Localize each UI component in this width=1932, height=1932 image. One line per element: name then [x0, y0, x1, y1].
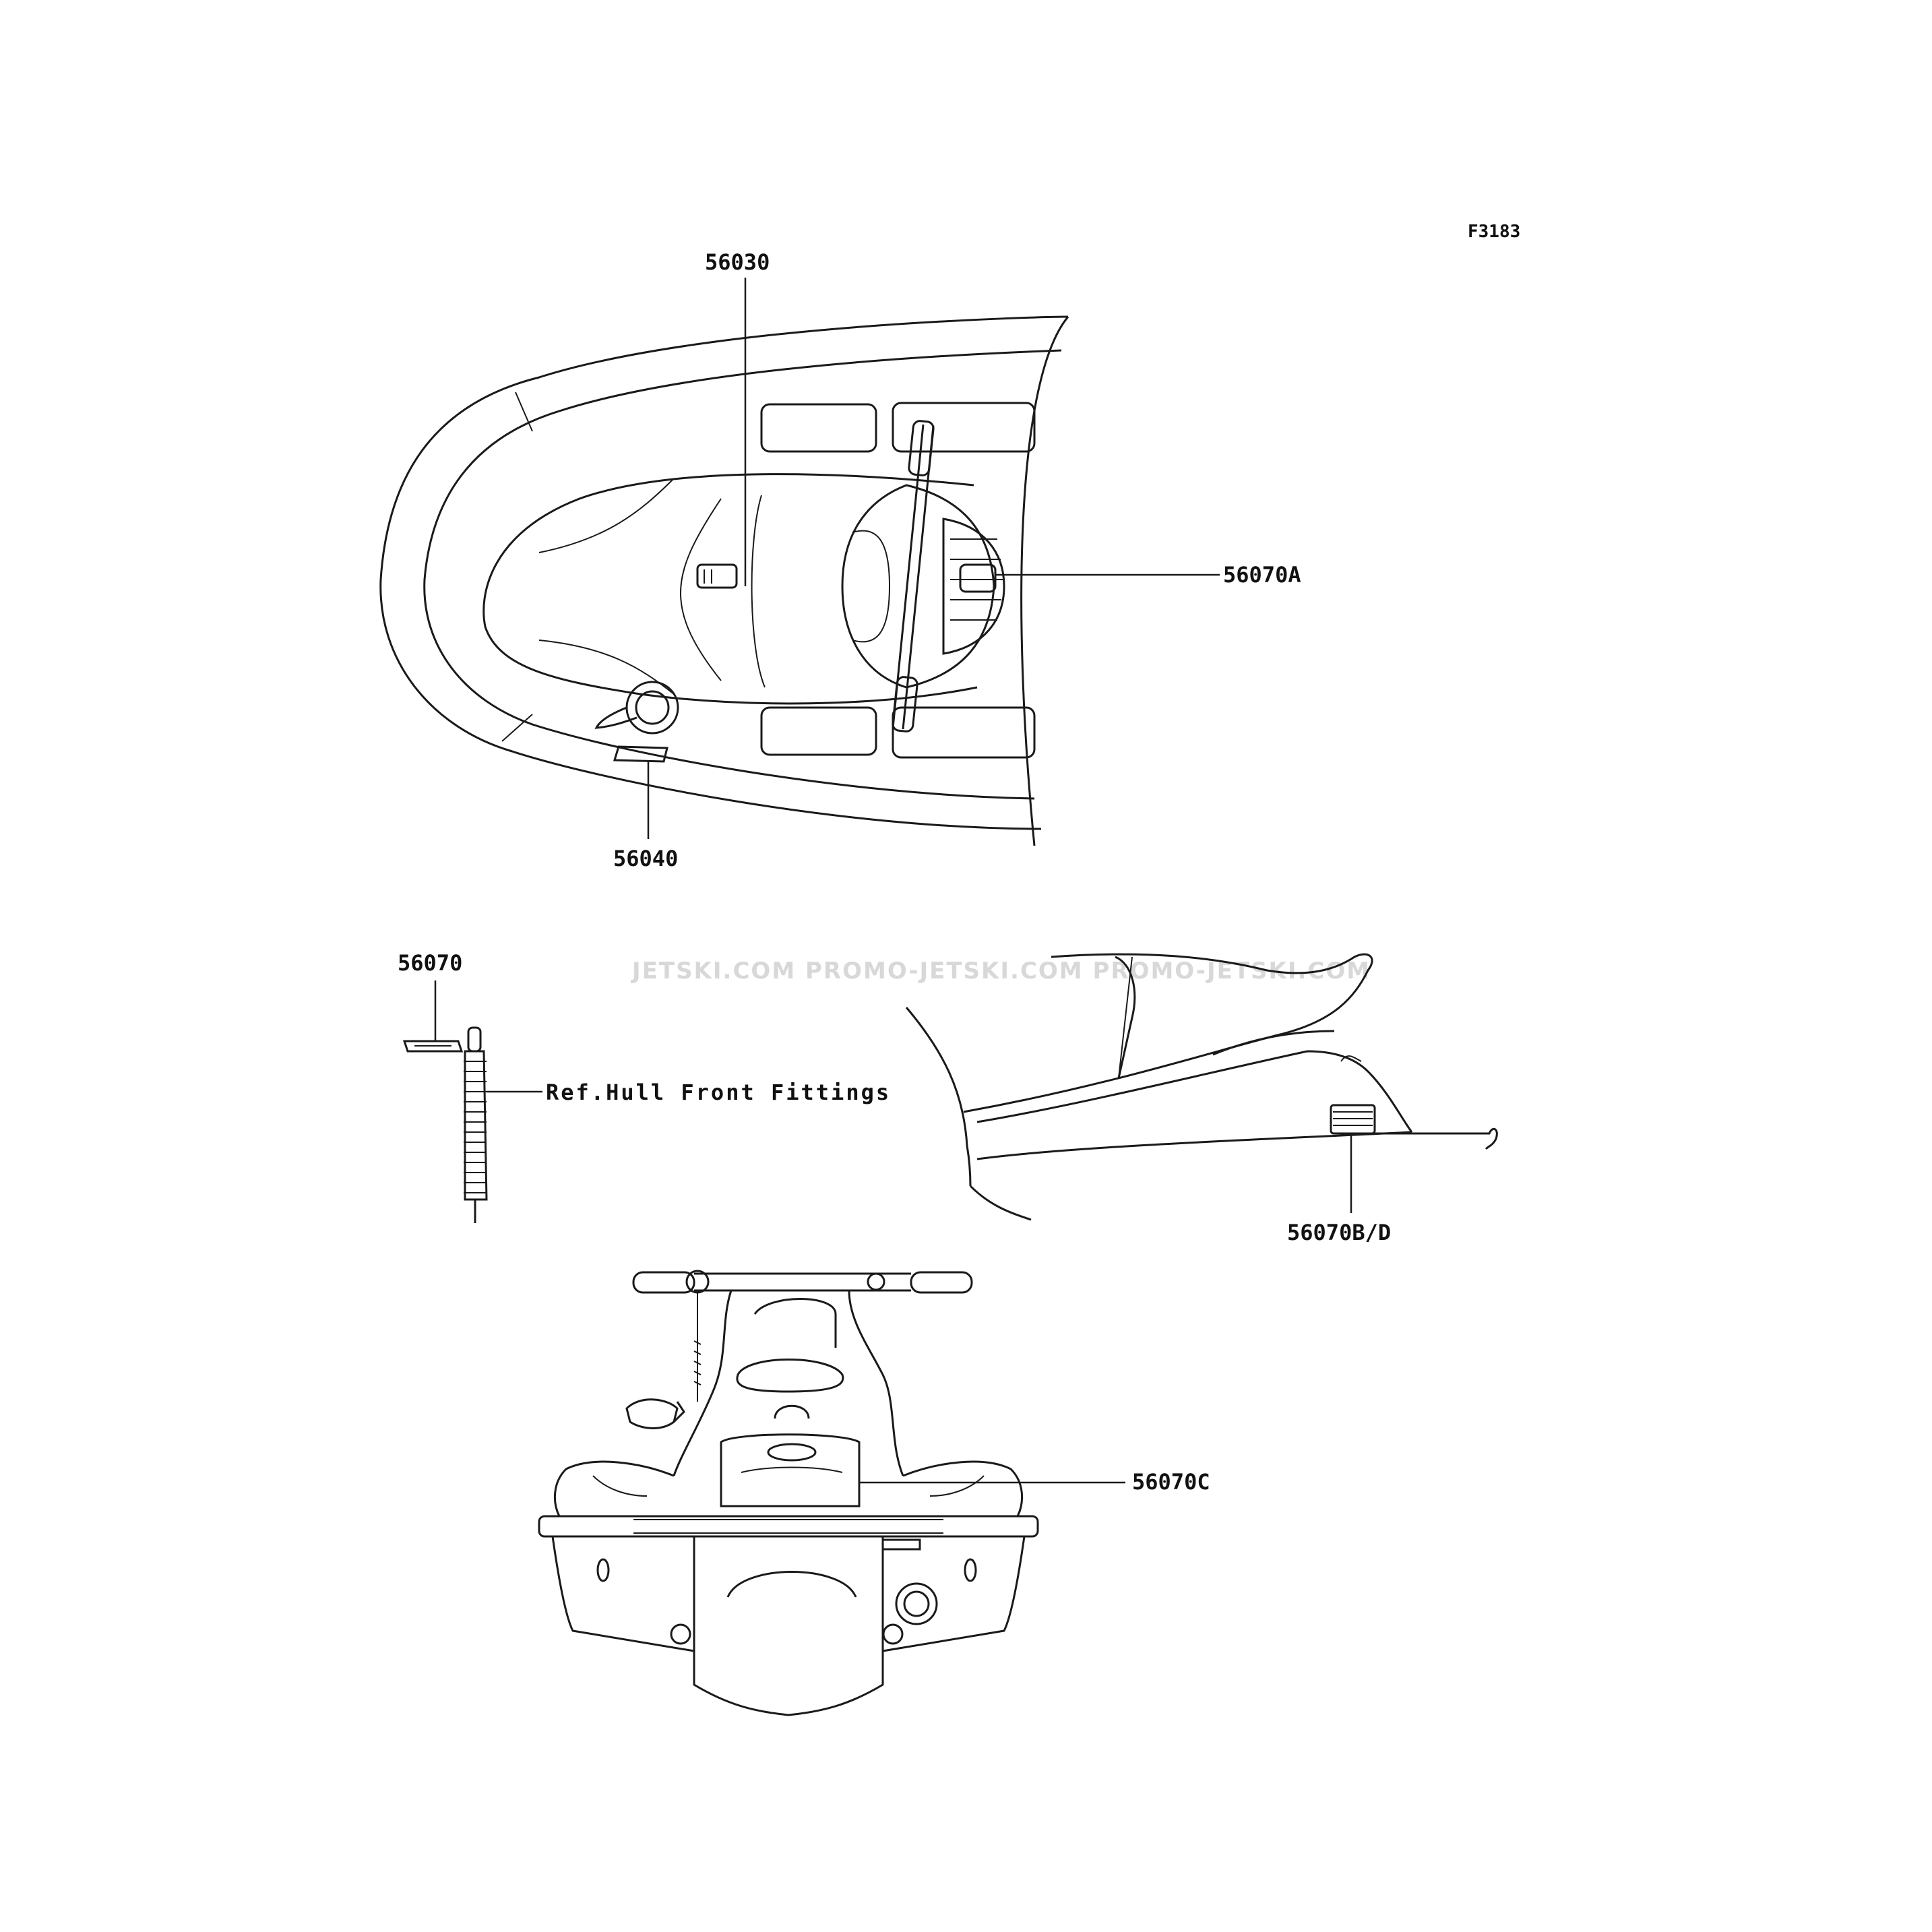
callout-56030: 56030	[705, 249, 770, 275]
figure-code: F3183	[1468, 222, 1520, 242]
spring-fitting-illustration	[402, 1026, 488, 1223]
callout-56070C: 56070C	[1132, 1469, 1210, 1495]
callout-56070BD: 56070B/D	[1287, 1220, 1391, 1245]
callout-56070A: 56070A	[1223, 562, 1301, 588]
callout-56040: 56040	[613, 846, 678, 871]
rear-view-illustration	[538, 1270, 1039, 1716]
ref-hull-front-fittings: Ref.Hull Front Fittings	[546, 1080, 891, 1105]
watermark: JETSKI.COM PROMO-JETSKI.COM PROMO-JETSKI…	[631, 958, 1371, 985]
callout-56070: 56070	[398, 950, 462, 976]
seat-side-illustration	[905, 953, 1498, 1221]
top-deck-illustration	[379, 315, 1069, 846]
